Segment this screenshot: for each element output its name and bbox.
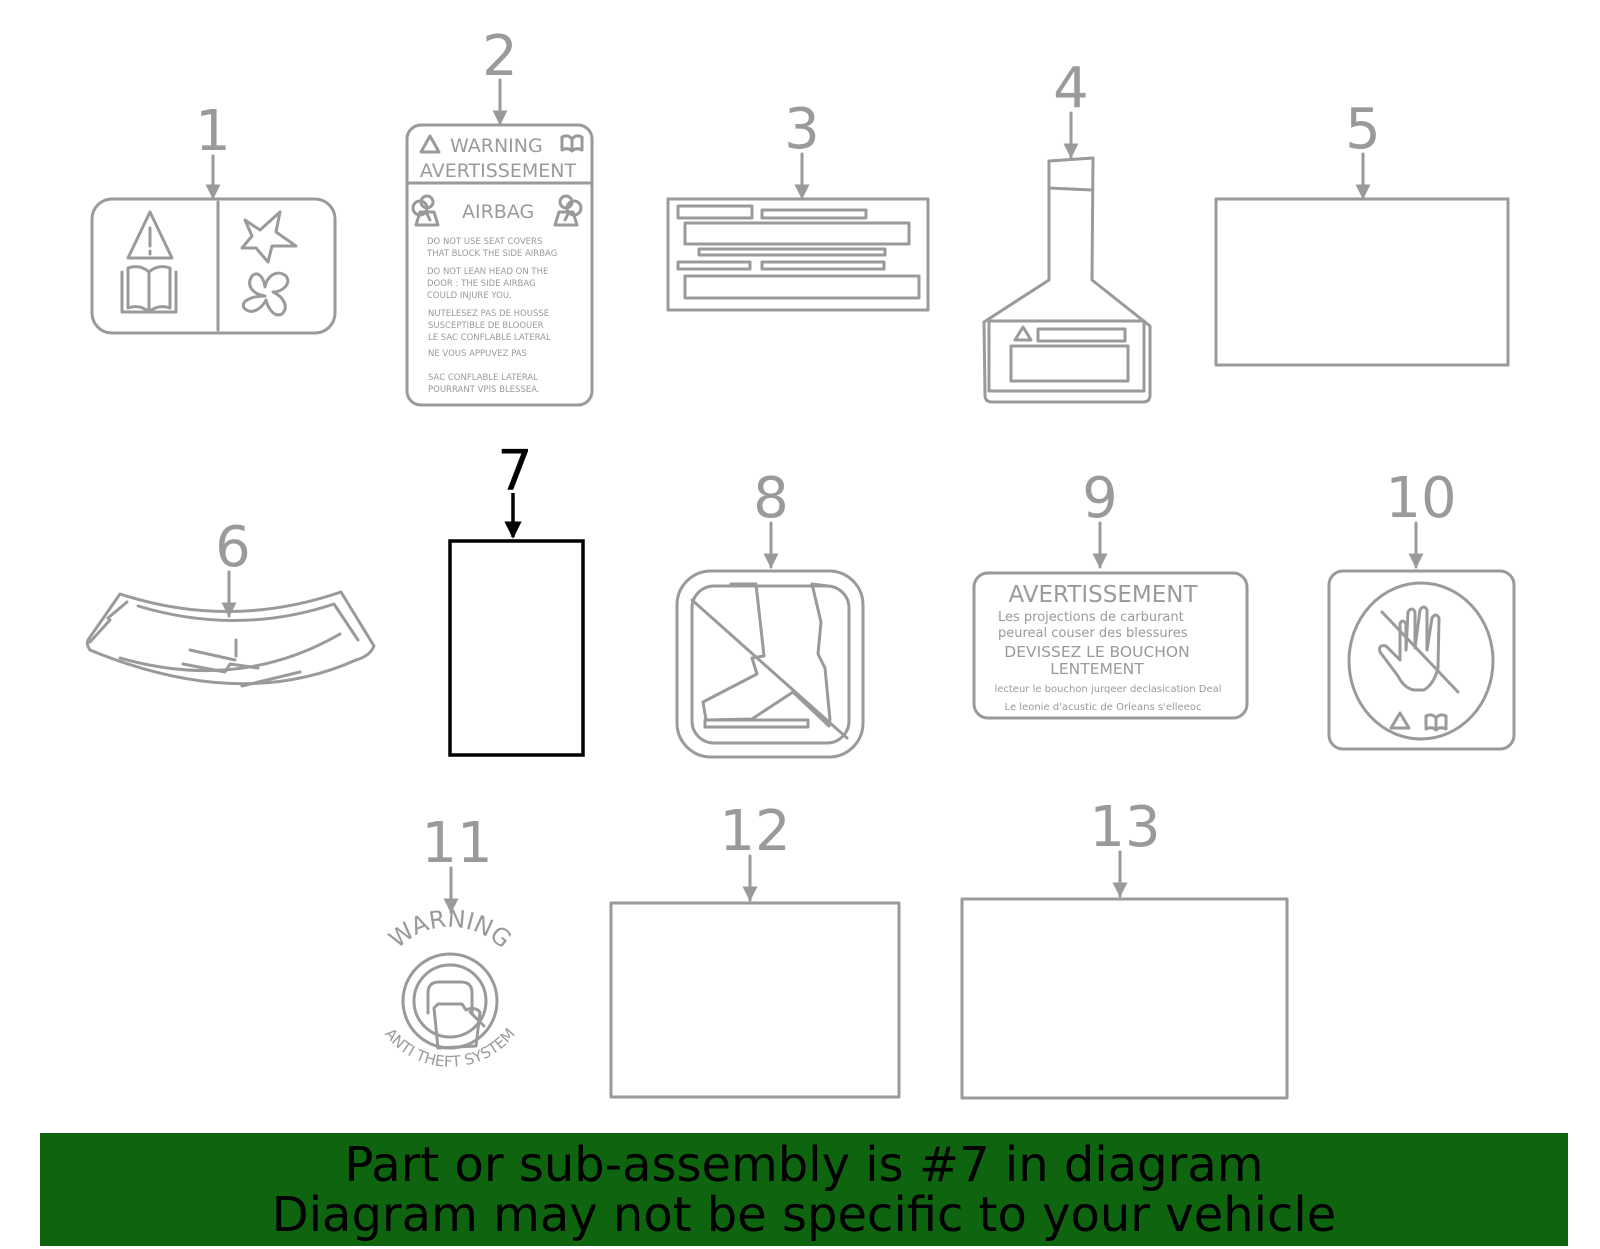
banner-line-1: Part or sub-assembly is #7 in diagram (344, 1136, 1264, 1193)
part-1-label[interactable] (90, 197, 337, 335)
part-10-label[interactable] (1327, 569, 1516, 751)
airbag-icon (553, 194, 583, 227)
label2-line: DO NOT USE SEAT COVERS (427, 237, 542, 247)
callout-8[interactable]: 8 (753, 466, 789, 531)
label2-line: NUTELESEZ PAS DE HOUSSE (428, 309, 549, 319)
callout-13[interactable]: 13 (1089, 795, 1160, 860)
fan-icon (241, 271, 290, 317)
label2-line: COULD INJURE YOU. (427, 291, 512, 301)
label9-line: peureal couser des blessures (998, 626, 1188, 641)
manual-book-icon (120, 265, 178, 314)
part-3-label[interactable] (666, 197, 930, 312)
label2-line: NE VOUS APPUVEZ PAS (428, 349, 527, 359)
label9-line: Le leonie d'acustic de Orleans s'elleeoc (1005, 702, 1202, 713)
part-12-label[interactable] (609, 901, 901, 1099)
warning-triangle-icon (1013, 325, 1033, 342)
warning-triangle-icon (1389, 711, 1411, 730)
callout-6[interactable]: 6 (215, 515, 251, 580)
part-7-label-highlighted[interactable] (448, 539, 585, 757)
label2-line: LE SAC CONFLABLE LATERAL (428, 333, 551, 343)
label2-line: SUSCEPTIBLE DE BLOOUER (428, 321, 544, 331)
label2-line: POURRANT VPIS BLESSEA. (428, 385, 540, 395)
info-banner: Part or sub-assembly is #7 in diagram Di… (40, 1133, 1568, 1246)
warning-triangle-icon (126, 210, 174, 260)
manual-book-icon (560, 134, 584, 153)
airbag-icon (240, 210, 298, 264)
callout-11[interactable]: 11 (421, 811, 492, 876)
label9-line: lecteur le bouchon jurqeer declasication… (994, 684, 1221, 695)
callout-12[interactable]: 12 (719, 799, 790, 864)
label9-line: DEVISSEZ LE BOUCHON (1004, 643, 1189, 661)
label9-title: AVERTISSEMENT (1008, 582, 1198, 608)
part-9-label[interactable]: AVERTISSEMENT Les projections de carbura… (972, 571, 1249, 720)
label2-line: THAT BLOCK THE SIDE AIRBAG (426, 249, 557, 259)
part-4-label[interactable] (982, 156, 1152, 404)
label11-top: WARNING (384, 905, 517, 954)
label2-avertissement: AVERTISSEMENT (420, 160, 577, 182)
no-touch-hand-icon (1378, 605, 1441, 692)
anti-theft-icon (401, 952, 499, 1050)
label9-line: LENTEMENT (1050, 660, 1144, 678)
callout-5[interactable]: 5 (1345, 97, 1381, 162)
label2-line: DO NOT LEAN HEAD ON THE (427, 267, 548, 277)
callout-3[interactable]: 3 (784, 97, 820, 162)
leader-arrows (205, 78, 1424, 914)
callout-1[interactable]: 1 (195, 99, 231, 164)
airbag-icon (411, 194, 440, 227)
part-2-label[interactable]: WARNING AVERTISSEMENT AIRBAG DO NOT USE … (405, 123, 594, 407)
callout-4[interactable]: 4 (1053, 56, 1089, 121)
part-11-anti-theft-seal[interactable]: WARNING ANTI THEFT SYSTEM (381, 905, 519, 1071)
label2-line: DOOR : THE SIDE AIRBAG (427, 279, 536, 289)
part-6-label[interactable] (85, 590, 376, 688)
warning-triangle-icon (419, 134, 441, 154)
label2-airbag: AIRBAG (462, 201, 534, 223)
label2-warning: WARNING (450, 135, 543, 157)
part-13-label[interactable] (960, 897, 1289, 1100)
banner-line-2: Diagram may not be specific to your vehi… (271, 1186, 1337, 1243)
label9-line: Les projections de carburant (998, 610, 1184, 625)
manual-book-icon (1424, 713, 1448, 732)
callout-10[interactable]: 10 (1385, 466, 1456, 531)
label2-line: SAC CONFLABLE LATERAL (428, 373, 538, 383)
part-8-label[interactable] (675, 569, 865, 759)
callout-9[interactable]: 9 (1082, 466, 1118, 531)
callout-7[interactable]: 7 (497, 439, 533, 504)
callout-2[interactable]: 2 (482, 24, 518, 89)
part-5-label[interactable] (1214, 197, 1510, 367)
